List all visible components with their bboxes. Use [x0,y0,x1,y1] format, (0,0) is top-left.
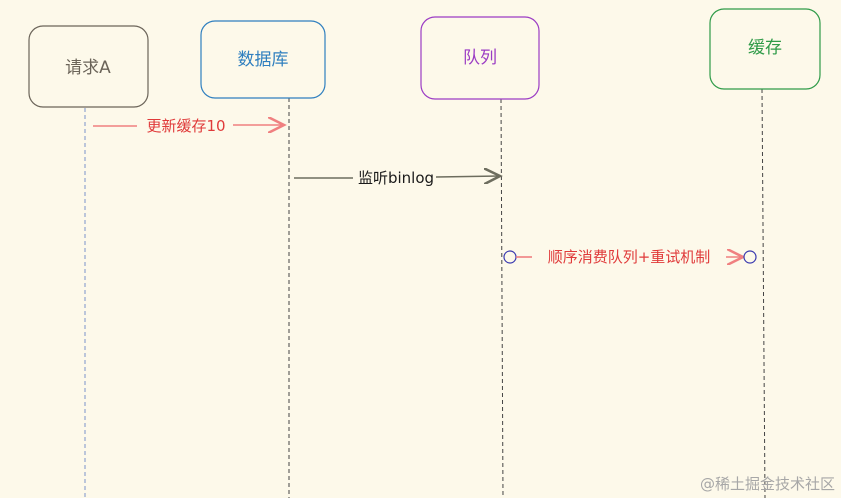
message-start-circle [503,250,517,264]
message-binlog: 监听binlog [294,169,500,187]
message-update-cache: 更新缓存10 [93,117,284,135]
message-update-cache-label: 更新缓存10 [146,117,225,135]
lifeline-queue [500,98,504,498]
participant-cache: 缓存 [709,8,821,90]
message-sequential-consume: 顺序消费队列+重试机制 [503,248,757,266]
participant-queue: 队列 [420,16,540,100]
participant-request-label: 请求A [65,58,111,78]
participant-db: 数据库 [200,20,326,99]
message-binlog-label: 监听binlog [358,169,434,187]
participant-queue-label: 队列 [463,48,497,68]
lifeline-cache [761,88,766,498]
participant-request: 请求A [28,25,149,108]
message-end-circle [743,250,757,264]
message-sequential-consume-label: 顺序消费队列+重试机制 [548,248,711,266]
watermark: @稀土掘金技术社区 [700,475,835,493]
participant-cache-label: 缓存 [748,38,782,58]
participant-db-label: 数据库 [238,50,289,70]
